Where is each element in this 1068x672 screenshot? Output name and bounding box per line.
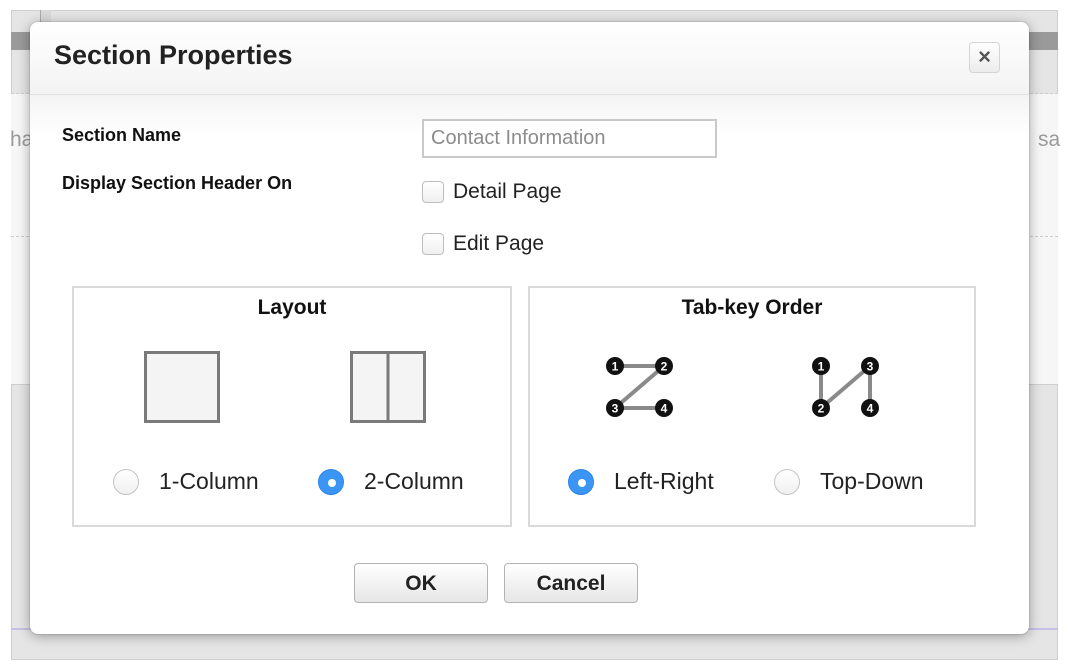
node-label: 2 bbox=[818, 402, 825, 416]
background-text-right: sa bbox=[1038, 128, 1061, 151]
layout-group: Layout 1-Column 2-Column bbox=[72, 286, 512, 527]
top-down-option[interactable]: Top-Down bbox=[774, 468, 924, 495]
edit-page-label: Edit Page bbox=[453, 232, 545, 255]
one-column-option[interactable]: 1-Column bbox=[113, 468, 259, 495]
node-label: 1 bbox=[818, 360, 825, 374]
node-label: 4 bbox=[661, 402, 668, 416]
ok-button[interactable]: OK bbox=[354, 563, 488, 603]
two-column-option[interactable]: 2-Column bbox=[318, 468, 464, 495]
close-button[interactable]: × bbox=[969, 42, 1000, 73]
background-tab bbox=[40, 10, 51, 32]
close-icon: × bbox=[978, 44, 991, 69]
section-name-label: Section Name bbox=[62, 125, 182, 145]
cancel-button[interactable]: Cancel bbox=[504, 563, 638, 603]
detail-page-option[interactable]: Detail Page bbox=[422, 179, 562, 205]
two-column-label: 2-Column bbox=[364, 468, 464, 494]
node-label: 3 bbox=[612, 402, 619, 416]
display-header-label: Display Section Header On bbox=[62, 173, 293, 193]
layout-title: Layout bbox=[257, 296, 327, 319]
top-down-label: Top-Down bbox=[820, 468, 924, 494]
node-label: 3 bbox=[867, 360, 874, 374]
background-text-left: ha bbox=[10, 128, 34, 151]
node-label: 2 bbox=[661, 360, 668, 374]
tab-key-order-title: Tab-key Order bbox=[681, 296, 823, 319]
two-column-layout-icon bbox=[350, 351, 426, 423]
edit-page-checkbox[interactable] bbox=[422, 233, 444, 255]
left-right-order-icon: 1 2 3 4 bbox=[606, 357, 673, 417]
node-label: 4 bbox=[867, 402, 874, 416]
top-down-radio[interactable] bbox=[774, 468, 800, 495]
two-column-radio[interactable] bbox=[318, 468, 344, 495]
left-right-radio[interactable] bbox=[568, 468, 594, 495]
section-name-input[interactable] bbox=[422, 119, 717, 158]
one-column-layout-icon bbox=[144, 351, 220, 423]
dialog-header: Section Properties × bbox=[30, 22, 1029, 95]
top-down-order-icon: 1 3 2 4 bbox=[812, 357, 879, 417]
section-properties-dialog: Section Properties × Section Name Displa… bbox=[30, 22, 1029, 634]
one-column-radio[interactable] bbox=[113, 468, 139, 495]
tab-key-order-group: Tab-key Order 1 2 3 4 1 3 2 4 bbox=[528, 286, 976, 527]
detail-page-label: Detail Page bbox=[453, 180, 562, 203]
node-label: 1 bbox=[612, 360, 619, 374]
left-right-label: Left-Right bbox=[614, 468, 714, 494]
one-column-label: 1-Column bbox=[159, 468, 259, 494]
dialog-title: Section Properties bbox=[54, 40, 293, 70]
detail-page-checkbox[interactable] bbox=[422, 181, 444, 203]
edit-page-option[interactable]: Edit Page bbox=[422, 231, 544, 257]
left-right-option[interactable]: Left-Right bbox=[568, 468, 714, 495]
